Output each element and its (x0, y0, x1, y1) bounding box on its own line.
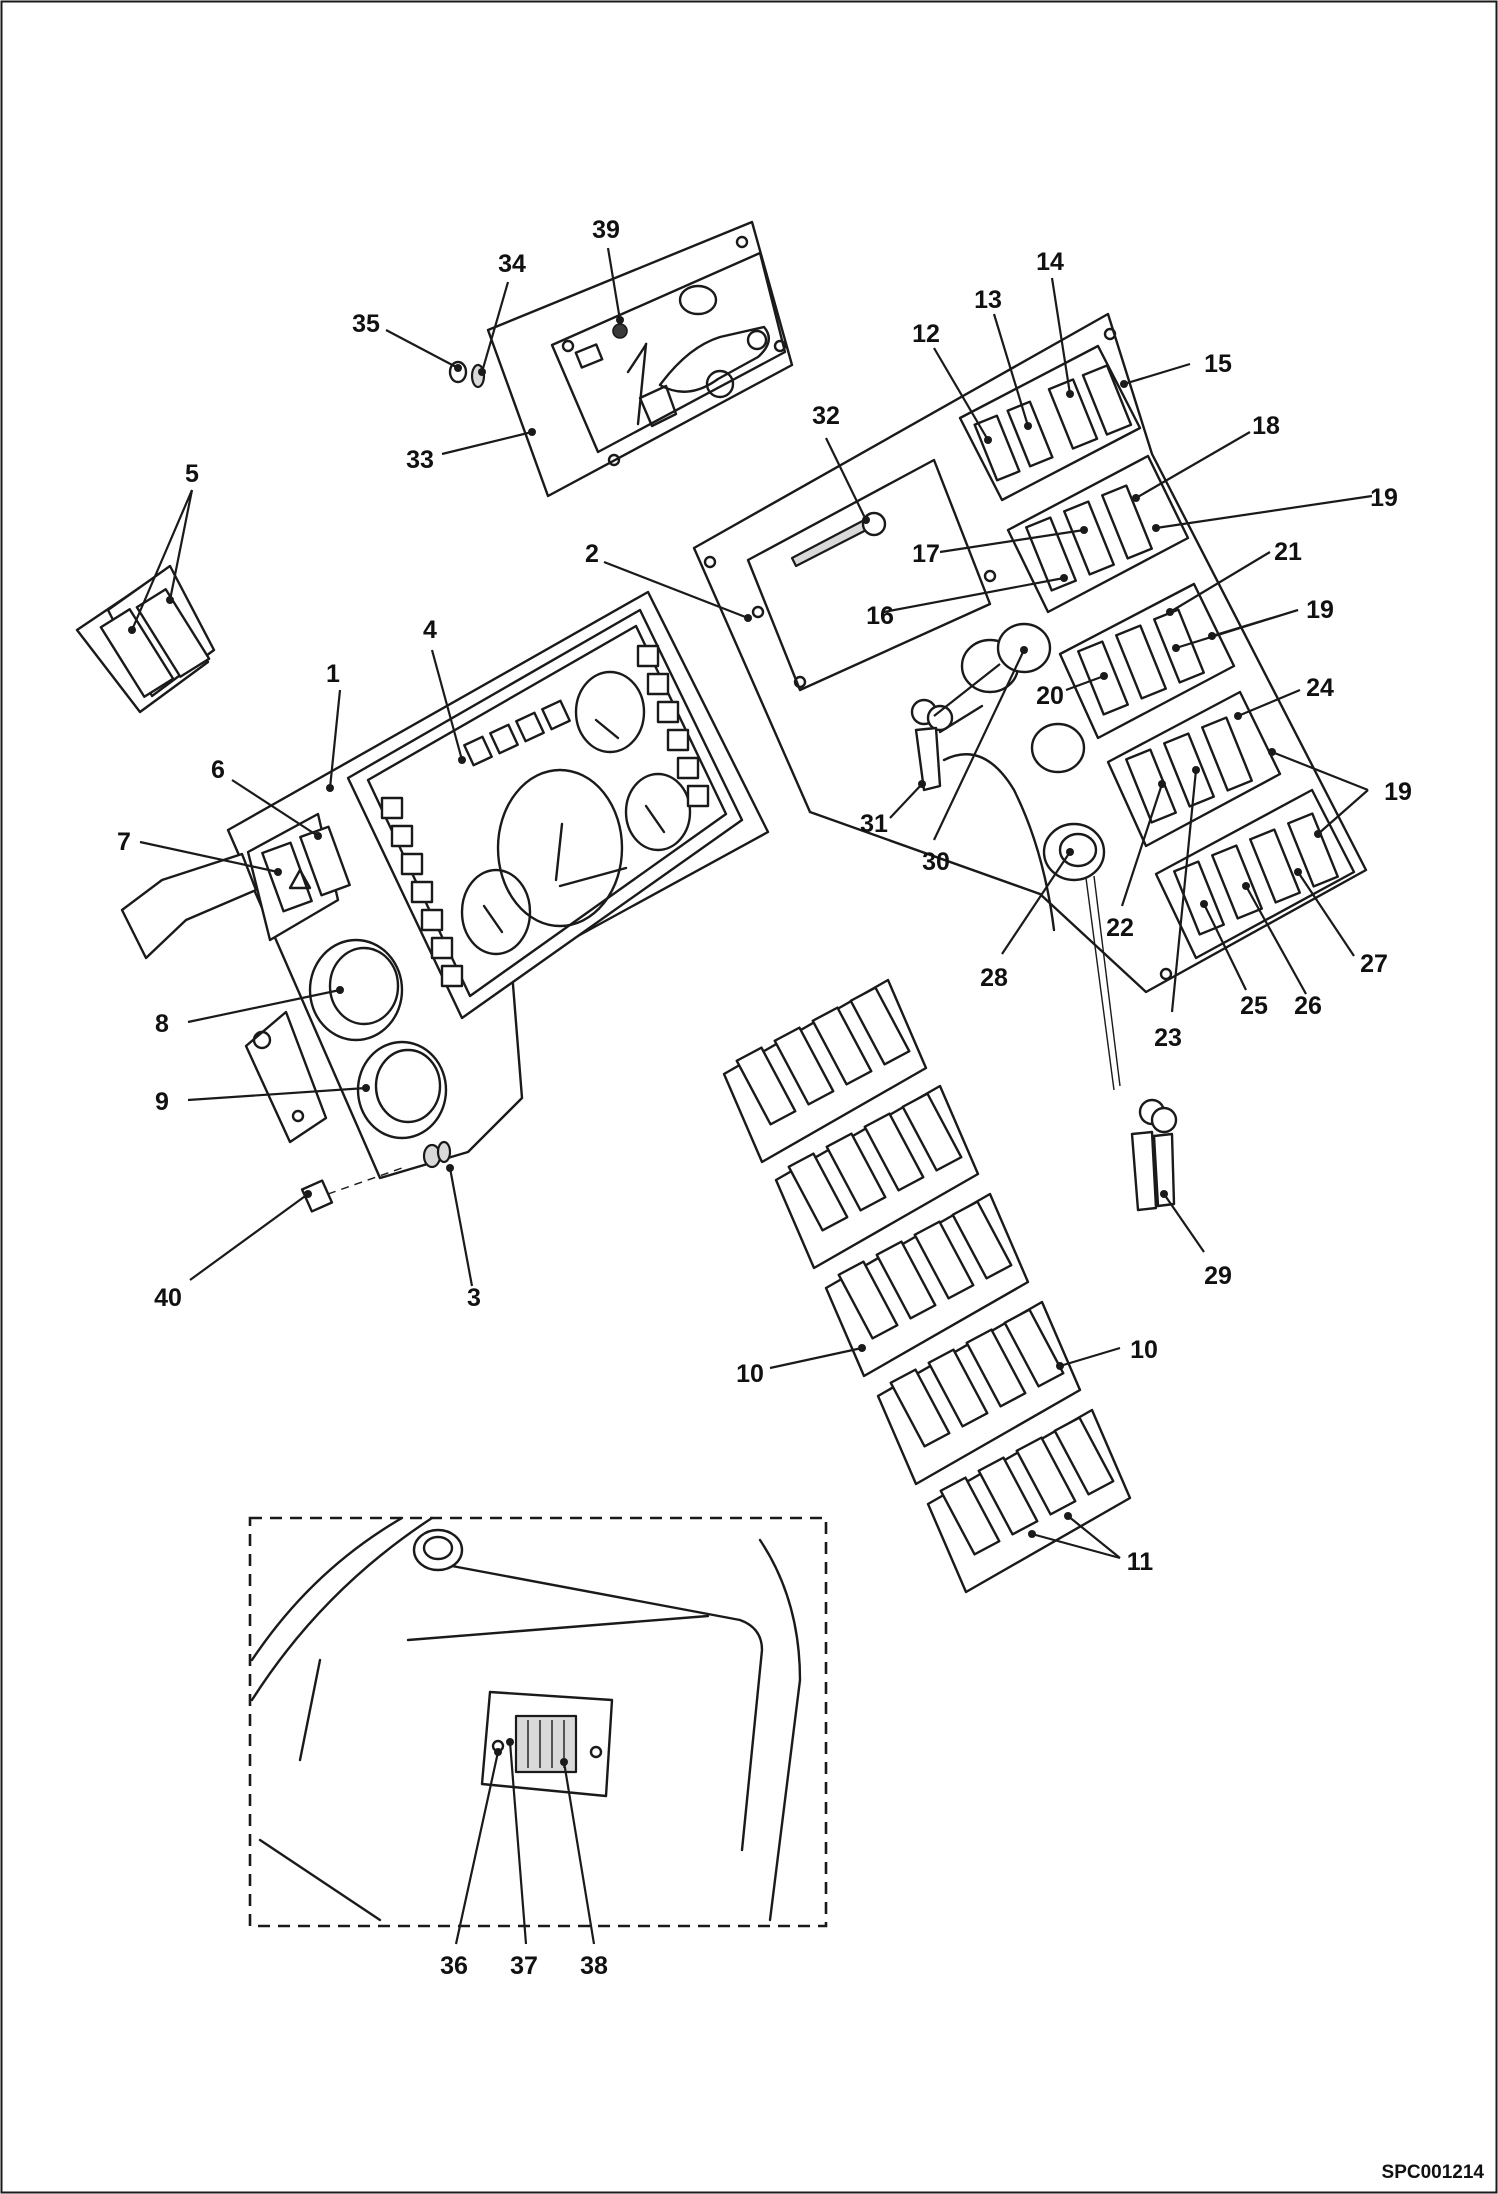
callout-19c: 19 (1384, 778, 1412, 806)
callout-8: 8 (155, 1010, 169, 1038)
indicator-lamps-right (636, 644, 710, 808)
indicator-lamps-top (463, 699, 571, 767)
callout-30: 30 (922, 848, 950, 876)
callout-19b: 19 (1306, 596, 1334, 624)
callout-10a: 10 (736, 1360, 764, 1388)
callout-1: 1 (326, 660, 340, 688)
callout-36: 36 (440, 1952, 468, 1980)
callout-5: 5 (185, 460, 199, 488)
instrument-panel-1 (120, 590, 770, 1213)
callout-16: 16 (866, 602, 894, 630)
callout-6: 6 (211, 756, 225, 784)
callout-3: 3 (467, 1284, 481, 1312)
callout-38: 38 (580, 1952, 608, 1980)
callout-18: 18 (1252, 412, 1280, 440)
callout-17: 17 (912, 540, 940, 568)
callout-9: 9 (155, 1088, 169, 1116)
callout-28: 28 (980, 964, 1008, 992)
detail-inset (248, 1516, 828, 1928)
callout-26: 26 (1294, 992, 1322, 1020)
double-switch-5 (75, 564, 216, 714)
callout-12: 12 (912, 320, 940, 348)
callout-10b: 10 (1130, 1336, 1158, 1364)
callout-27: 27 (1360, 950, 1388, 978)
callout-39: 39 (592, 216, 620, 244)
callout-31: 31 (860, 810, 888, 838)
callout-24: 24 (1306, 674, 1334, 702)
callout-4: 4 (423, 616, 437, 644)
keys-29 (1085, 875, 1178, 1212)
callout-13: 13 (974, 286, 1002, 314)
callout-2: 2 (585, 540, 599, 568)
cover-plate-33 (486, 220, 794, 498)
switch-strip-10-11 (722, 978, 1132, 1594)
callout-34: 34 (498, 250, 526, 278)
callout-29: 29 (1204, 1262, 1232, 1290)
callout-19a: 19 (1370, 484, 1398, 512)
callout-23: 23 (1154, 1024, 1182, 1052)
callout-40: 40 (154, 1284, 182, 1312)
callout-22: 22 (1106, 914, 1134, 942)
figure-reference-code: SPC001214 (1382, 2162, 1485, 2183)
leader-lines (128, 247, 1373, 1945)
indicator-lamps-left (380, 796, 464, 988)
callout-14: 14 (1036, 248, 1064, 276)
callout-11: 11 (1127, 1548, 1154, 1576)
callout-33: 33 (406, 446, 434, 474)
callout-32: 32 (812, 402, 840, 430)
callout-25: 25 (1240, 992, 1268, 1020)
callout-labels: 1 2 3 4 5 6 7 8 9 10 10 11 12 13 14 15 1… (117, 216, 1412, 1980)
keys-31 (910, 698, 984, 792)
callout-20: 20 (1036, 682, 1064, 710)
callout-15: 15 (1204, 350, 1232, 378)
callout-37: 37 (510, 1952, 538, 1980)
callout-21: 21 (1274, 538, 1302, 566)
callout-35: 35 (352, 310, 380, 338)
callout-7: 7 (117, 828, 131, 856)
